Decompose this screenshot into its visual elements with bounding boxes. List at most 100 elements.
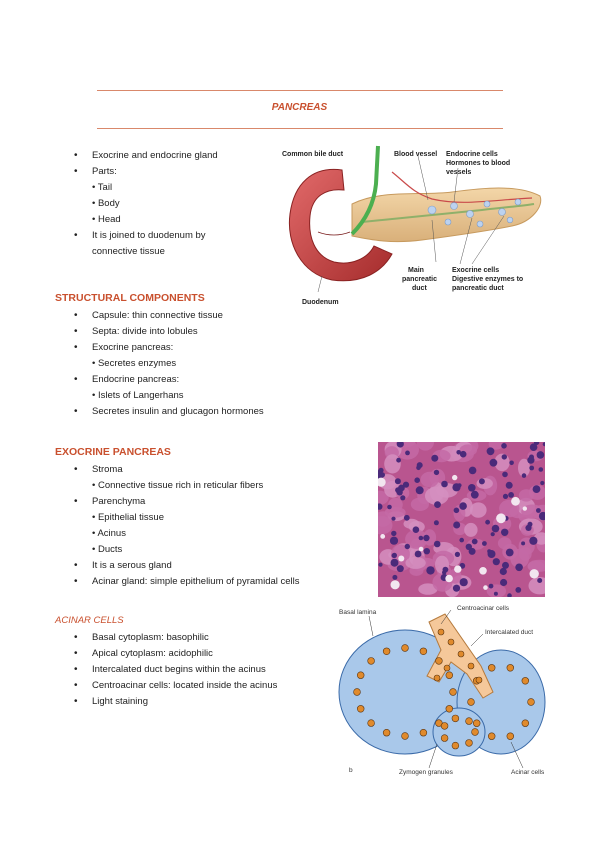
list-subitem: • Islets of Langerhans xyxy=(92,390,184,401)
intro-list: Exocrine and endocrine gland Parts: • Ta… xyxy=(74,148,218,260)
histology-lumen xyxy=(522,506,527,511)
list-item: Apical cytoplasm: acidophilic xyxy=(74,646,277,662)
histology-nucleus xyxy=(390,558,399,567)
histology-cell xyxy=(470,502,487,518)
histology-nucleus xyxy=(540,480,545,486)
cell-nucleus xyxy=(382,647,391,655)
label-acinar-cells: Acinar cells xyxy=(511,769,545,776)
blood-vessel xyxy=(391,171,533,203)
list-subitem: • Connective tissue rich in reticular fi… xyxy=(92,480,264,491)
label-duodenum: Duodenum xyxy=(302,299,339,306)
histology-micrograph xyxy=(378,442,545,597)
histology-nucleus xyxy=(525,524,532,531)
list-item: Secretes insulin and glucagon hormones xyxy=(74,404,264,420)
histology-nucleus xyxy=(453,507,460,514)
histology-cell xyxy=(378,511,392,527)
label-exocrine-1: Exocrine cells xyxy=(452,267,499,274)
histology-cell xyxy=(464,522,478,537)
histology-nucleus xyxy=(500,578,508,587)
histology-nucleus xyxy=(459,502,467,510)
histology-lumen xyxy=(529,569,539,579)
histology-nucleus xyxy=(537,578,543,583)
histology-nucleus xyxy=(398,484,405,492)
label-exocrine-3: pancreatic duct xyxy=(452,285,504,292)
cell-nucleus xyxy=(357,671,365,679)
duct-nucleus xyxy=(437,628,445,636)
cell-nucleus xyxy=(521,719,530,727)
histology-nucleus xyxy=(456,450,461,455)
list-item: Parenchyma xyxy=(74,494,300,510)
cell-nucleus xyxy=(506,732,515,740)
histology-nucleus xyxy=(529,443,538,451)
cell-nucleus xyxy=(451,714,460,723)
cell-nucleus xyxy=(488,664,496,672)
cell-nucleus xyxy=(451,741,460,750)
histology-nucleus xyxy=(485,519,490,525)
histology-cell xyxy=(488,442,504,450)
cell-nucleus xyxy=(419,728,428,737)
histology-nucleus xyxy=(403,514,410,521)
list-subitem: • Body xyxy=(92,198,120,209)
histology-nucleus xyxy=(418,535,424,541)
histology-nucleus xyxy=(414,550,422,558)
histology-nucleus xyxy=(501,528,509,536)
heading-exocrine-pancreas: EXOCRINE PANCREAS xyxy=(55,446,171,458)
structural-list: Capsule: thin connective tissue Septa: d… xyxy=(74,308,264,420)
histology-nucleus xyxy=(431,454,439,462)
histology-nucleus xyxy=(453,521,461,529)
histology-nucleus xyxy=(529,536,538,545)
histology-cell xyxy=(518,458,530,478)
common-bile-duct xyxy=(350,145,380,236)
histology-nucleus xyxy=(396,565,404,573)
histology-lumen xyxy=(452,474,458,481)
cell-nucleus xyxy=(465,739,473,747)
histology-nucleus xyxy=(405,450,410,456)
label-zymogen: Zymogen granules xyxy=(399,769,454,776)
histology-nucleus xyxy=(515,587,522,593)
cell-nucleus xyxy=(401,644,409,652)
histology-nucleus xyxy=(457,483,462,488)
histology-lumen xyxy=(454,565,462,573)
cell-nucleus xyxy=(357,705,365,713)
histology-nucleus xyxy=(389,536,399,545)
label-exocrine-2: Digestive enzymes to xyxy=(452,276,523,283)
histology-nucleus xyxy=(423,534,430,542)
histology-cell xyxy=(416,442,435,451)
histology-nucleus xyxy=(400,495,406,501)
list-item: Basal cytoplasm: basophilic xyxy=(74,630,277,646)
heading-structural-components: STRUCTURAL COMPONENTS xyxy=(55,292,205,304)
histology-lumen xyxy=(380,534,386,539)
cell-nucleus xyxy=(449,688,457,696)
histology-nucleus xyxy=(392,574,398,580)
label-main-3: duct xyxy=(412,285,427,292)
histology-nucleus xyxy=(509,460,514,466)
cell-nucleus xyxy=(440,722,449,730)
histology-lumen xyxy=(496,513,506,524)
histology-nucleus xyxy=(415,486,424,495)
histology-lumen xyxy=(398,555,405,562)
list-item: Stroma xyxy=(74,462,300,478)
histology-nucleus xyxy=(394,478,401,485)
list-item: Centroacinar cells: located inside the a… xyxy=(74,678,277,694)
main-pancreatic-duct xyxy=(361,203,535,223)
list-subitem: • Tail xyxy=(92,182,113,193)
label-basal-lamina: Basal lamina xyxy=(339,609,377,616)
histology-nucleus xyxy=(502,471,508,478)
list-subitem: • Head xyxy=(92,214,121,225)
histology-nucleus xyxy=(538,467,544,472)
list-item: Septa: divide into lobules xyxy=(74,324,264,340)
histology-nucleus xyxy=(470,490,479,499)
list-item: Intercalated duct begins within the acin… xyxy=(74,662,277,678)
histology-lumen xyxy=(511,496,520,506)
histology-nucleus xyxy=(468,466,477,475)
histology-cell xyxy=(405,556,426,569)
histology-nucleus xyxy=(508,492,514,498)
histology-lumen xyxy=(390,580,400,590)
label-common-bile-duct: Common bile duct xyxy=(282,151,344,158)
histology-cell xyxy=(403,518,420,529)
histology-nucleus xyxy=(502,561,509,569)
histology-cell xyxy=(423,529,437,546)
cell-nucleus xyxy=(419,647,428,655)
histology-nucleus xyxy=(441,480,448,488)
histology-nucleus xyxy=(459,578,468,587)
